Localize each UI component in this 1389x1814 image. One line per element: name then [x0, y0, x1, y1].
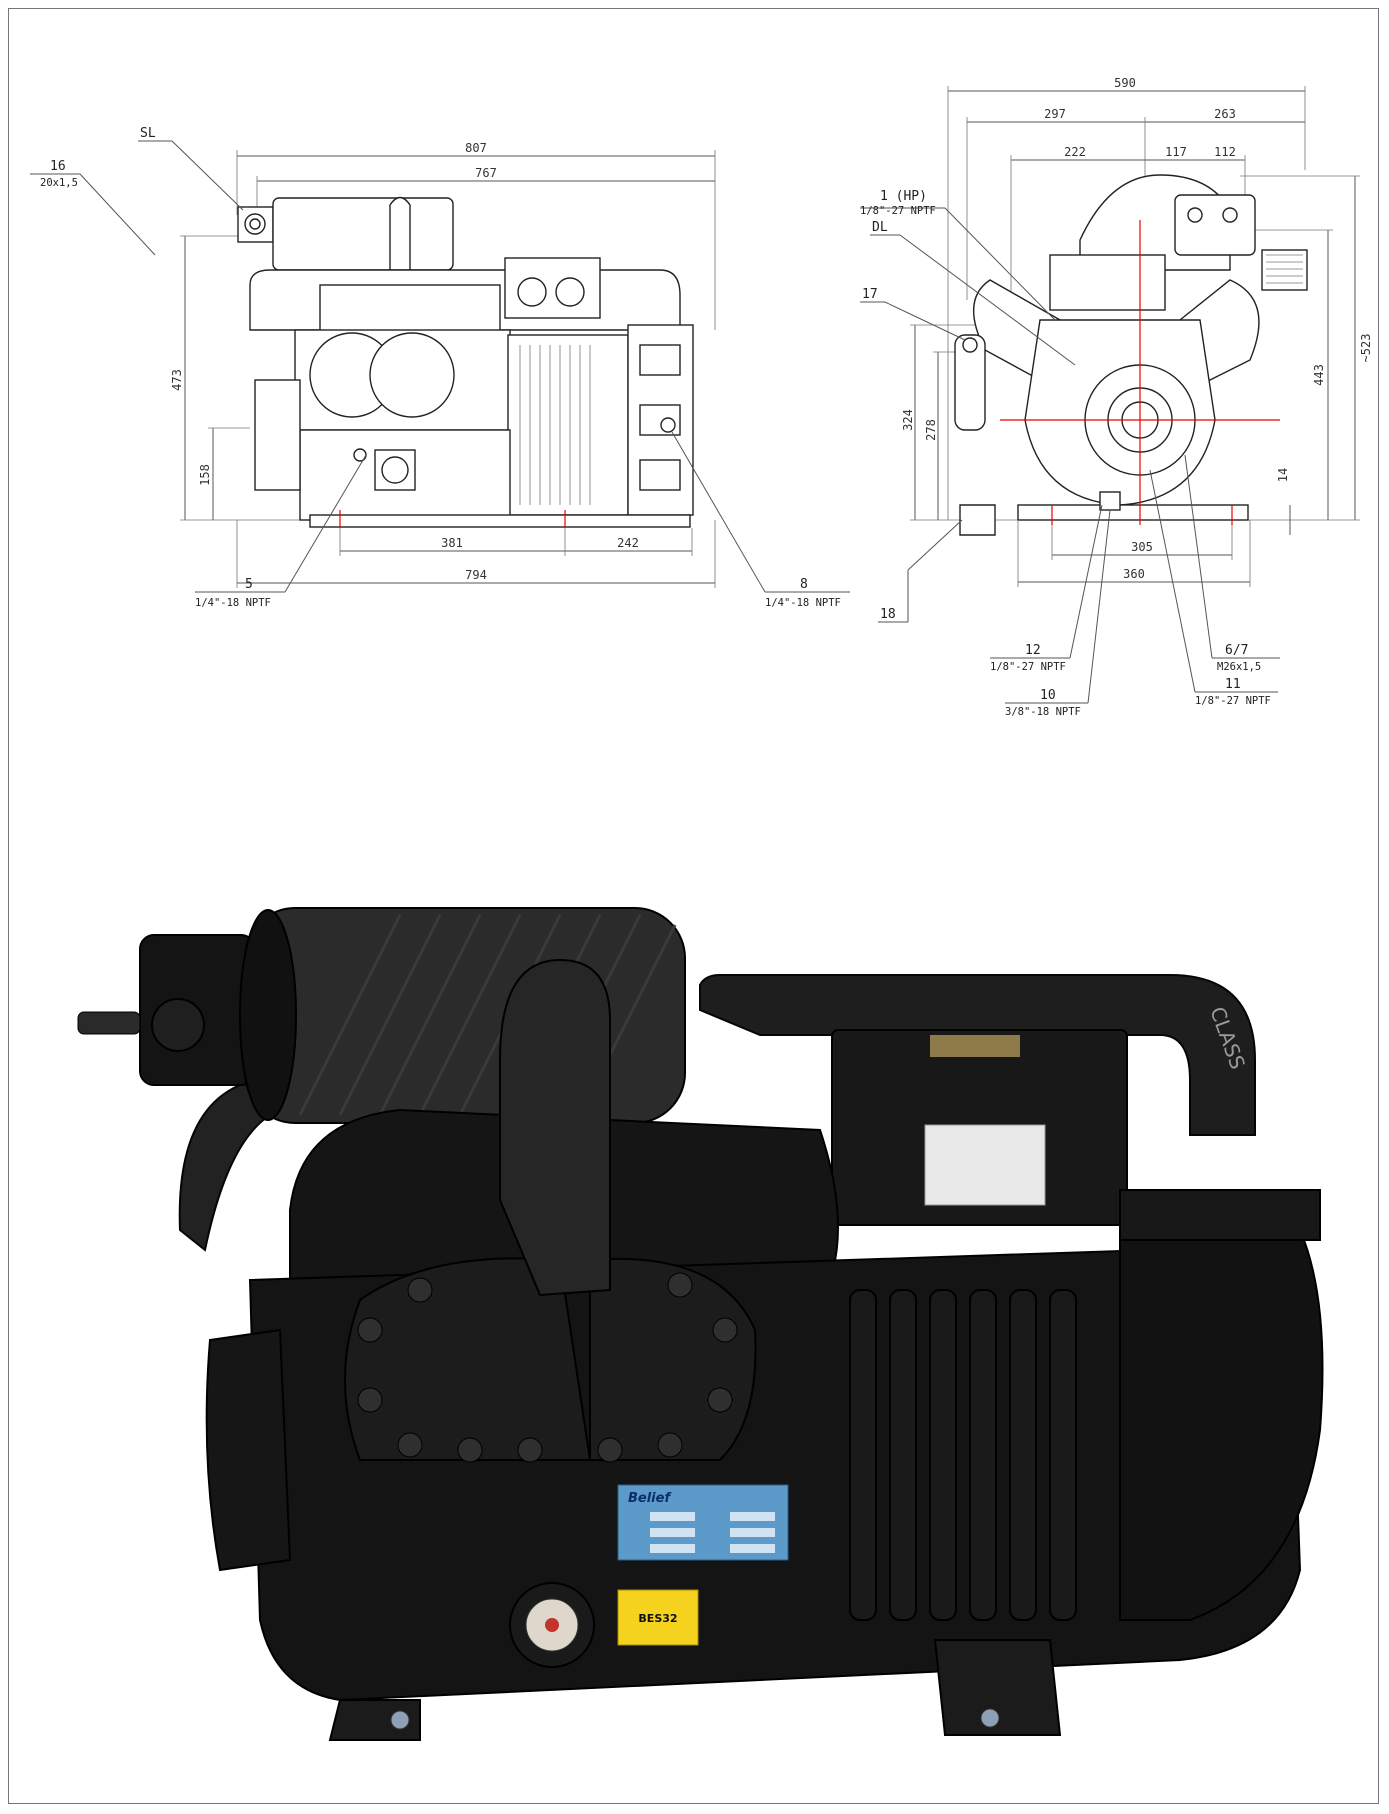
dim-117: 117	[1165, 145, 1187, 159]
dim-473: 473	[170, 369, 184, 391]
dim-14: 14	[1276, 468, 1290, 482]
callout-11-spec: 1/8"-27 NPTF	[1195, 695, 1271, 707]
suction-filter	[272, 197, 454, 271]
dim-242: 242	[617, 536, 639, 550]
terminal-box	[504, 257, 601, 319]
callout-11: 11	[1225, 677, 1241, 692]
dim-590: 590	[1114, 76, 1136, 90]
callout-5: 5	[245, 577, 253, 592]
callout-18: 18	[880, 607, 896, 622]
brand-label: Belief	[628, 1491, 672, 1506]
dim-324: 324	[901, 409, 915, 431]
front-view: 590 297 263 222 117 112 ~523 443 14 324 …	[860, 76, 1373, 718]
compressor-photo: CLASS	[77, 907, 1324, 1741]
oil-label	[617, 1589, 699, 1646]
dim-523: ~523	[1359, 334, 1373, 363]
callout-12-spec: 1/8"-27 NPTF	[990, 661, 1066, 673]
callout-12: 12	[1025, 643, 1041, 658]
dim-767: 767	[475, 166, 497, 180]
dim-360: 360	[1123, 567, 1145, 581]
oil-type-label: BES32	[638, 1612, 677, 1625]
dim-381: 381	[441, 536, 463, 550]
oil-pump	[954, 334, 986, 431]
dim-794: 794	[465, 568, 487, 582]
page-frame	[8, 8, 1379, 1804]
dim-222: 222	[1064, 145, 1086, 159]
callout-5-spec: 1/4"-18 NPTF	[195, 597, 271, 609]
callout-8: 8	[800, 577, 808, 592]
callout-dl: DL	[872, 220, 888, 235]
dim-158: 158	[198, 464, 212, 486]
callout-1-spec: 1/8"-27 NPTF	[860, 205, 936, 217]
dim-263: 263	[1214, 107, 1236, 121]
callout-10-spec: 3/8"-18 NPTF	[1005, 706, 1081, 718]
dim-305: 305	[1131, 540, 1153, 554]
callout-17: 17	[862, 287, 878, 302]
callout-sl: SL	[140, 126, 156, 141]
cylinder-head-top	[1049, 254, 1166, 311]
callout-6-7-spec: M26x1,5	[1217, 661, 1261, 673]
side-view: 807 767 473 158	[30, 126, 850, 609]
dim-112: 112	[1214, 145, 1236, 159]
base-plate	[1017, 504, 1249, 521]
dim-443: 443	[1312, 364, 1326, 386]
callout-16: 16	[50, 159, 66, 174]
dim-278: 278	[924, 419, 938, 441]
callout-1-hp: 1 (HP)	[880, 189, 927, 204]
callout-8-spec: 1/4"-18 NPTF	[765, 597, 841, 609]
callout-16-spec: 20x1,5	[40, 177, 78, 189]
dim-297: 297	[1044, 107, 1066, 121]
callout-6-7: 6/7	[1225, 643, 1248, 658]
callout-10: 10	[1040, 688, 1056, 703]
motor-housing	[507, 334, 629, 516]
dim-807: 807	[465, 141, 487, 155]
